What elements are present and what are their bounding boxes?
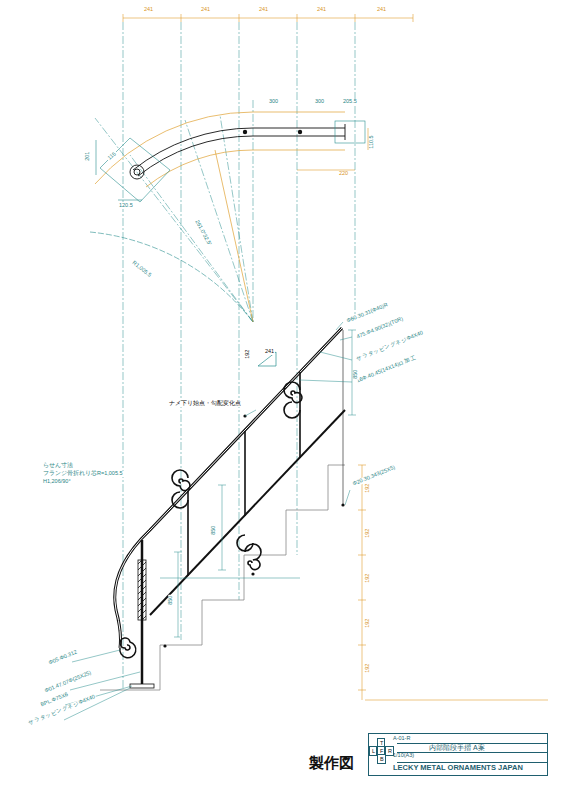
dimension-label: 475.Φ4.90(32)(T0R) xyxy=(355,316,405,340)
dimension-label: 241 xyxy=(200,7,211,13)
dimension-label: 241 xyxy=(376,7,387,13)
drawing-type: 製作図 xyxy=(308,755,355,770)
dimension-label: 16Φ.40.45(14X14)ロ加工 xyxy=(355,355,418,385)
dimension-label: 850 xyxy=(353,369,359,380)
dimension-label: 192 xyxy=(365,663,371,674)
dimension-label: 300 xyxy=(268,99,279,105)
dimension-label: 220 xyxy=(338,171,349,177)
title-text: 内部階段手摺 A案 xyxy=(429,744,485,751)
title-text: 1/10(A3) xyxy=(393,753,414,759)
dimension-label: 110.5 xyxy=(369,135,375,150)
dimension-label: 241 xyxy=(143,7,154,13)
dimension-label: 192 xyxy=(365,618,371,629)
post-points xyxy=(243,130,302,134)
dimension-label: 241 xyxy=(316,7,327,13)
dimension-label: R1,005.5 xyxy=(130,260,153,279)
stair-steps xyxy=(100,465,345,690)
dimension-label: Φ20.30.343(25X5) xyxy=(351,465,397,488)
dimension-label: フランジ骨折れり芯R=1,005.5 xyxy=(42,471,124,477)
plan-details xyxy=(96,121,365,202)
handrail-elevation xyxy=(115,328,345,686)
top-dimension xyxy=(123,14,413,170)
grid-lines xyxy=(95,22,355,690)
elevation-dimensions xyxy=(160,330,356,637)
leader-lines xyxy=(64,322,352,720)
dimension-label: 241 xyxy=(258,7,269,13)
dimension-label: 850 xyxy=(168,595,174,606)
dimension-label: 205.5 xyxy=(342,99,358,105)
dimension-label: 261.0°32.5' xyxy=(194,219,213,248)
view-letter: L xyxy=(372,749,375,755)
view-cell: L xyxy=(369,746,377,756)
view-letter: R xyxy=(388,749,392,755)
dimension-label: らせん寸法 xyxy=(42,463,74,469)
dimension-label: Φ05.Φ0.312 xyxy=(47,649,79,666)
view-letter: B xyxy=(380,757,384,763)
twist-bar xyxy=(138,560,146,620)
dimension-label: 300 xyxy=(314,99,325,105)
radius-arc xyxy=(90,232,253,322)
scrolls xyxy=(172,382,302,570)
dimension-label: 850 xyxy=(211,525,217,536)
title-rule xyxy=(397,762,547,763)
dimension-label: 115 xyxy=(106,151,118,162)
title-rule xyxy=(397,752,547,753)
stair-plan xyxy=(95,112,345,322)
title-rule xyxy=(397,743,547,744)
dimension-label: 241 xyxy=(264,349,275,355)
dimension-label: 192 xyxy=(245,349,251,360)
handrail-plan xyxy=(130,124,345,179)
dimension-label: Φ60.30.31(Φ40)R xyxy=(345,302,390,324)
dimension-label: 201 xyxy=(85,151,91,162)
view-cell: R xyxy=(385,746,394,756)
dimension-label: H1,206/90° xyxy=(42,479,72,485)
base-plate xyxy=(130,684,154,688)
title-text: LECKY METAL ORNAMENTS JAPAN xyxy=(393,764,523,772)
title-text: A-01-R xyxy=(393,736,410,742)
view-cell: B xyxy=(377,754,386,764)
dimension-label: 192 xyxy=(365,528,371,539)
weld-points xyxy=(163,414,344,647)
title-block: A-01-R 内部階段手摺 A案 1/10(A3) LECKY METAL ORNAM… xyxy=(368,733,548,776)
dimension-label: 192 xyxy=(365,573,371,584)
dimension-label: 120.5 xyxy=(118,203,134,209)
dimension-label: 192 xyxy=(365,483,371,494)
riser-dimension xyxy=(358,465,548,700)
dimension-label: ナメ下り始点・勾配変化点 xyxy=(168,401,242,407)
